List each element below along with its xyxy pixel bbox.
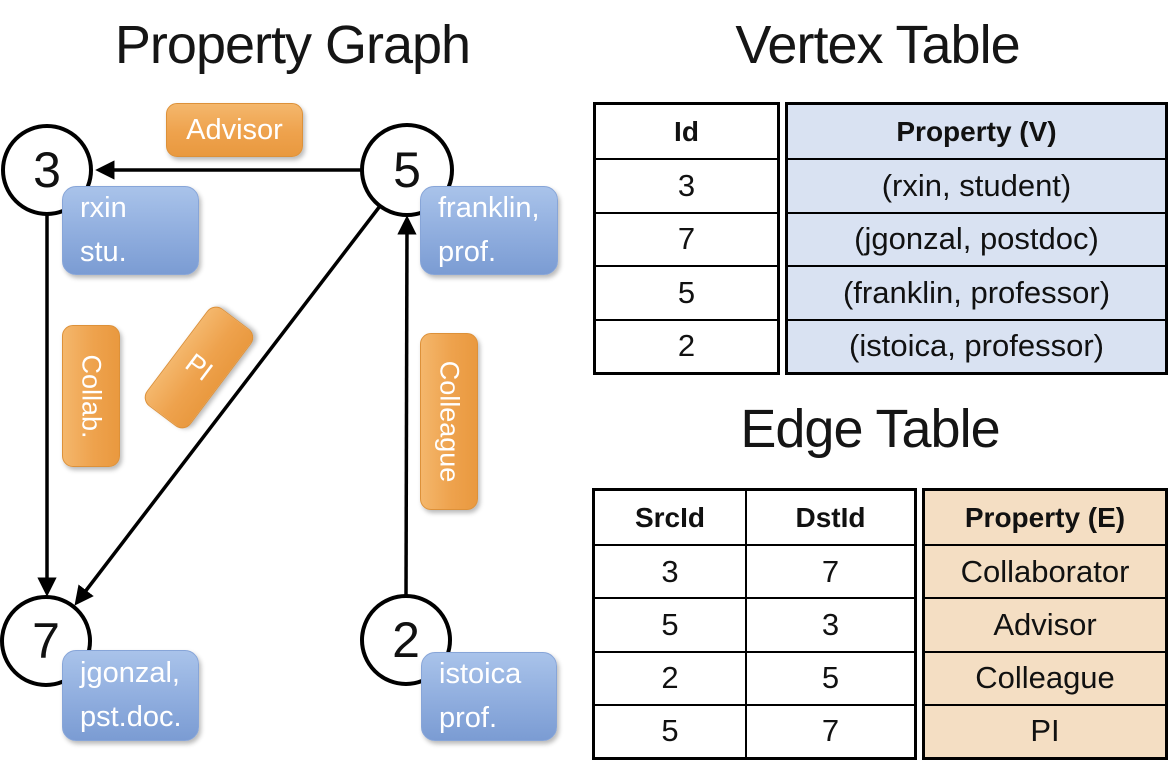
table-cell: 3 [596, 158, 777, 211]
edge-label-advisor: Advisor [166, 103, 303, 157]
vertex-property-line: stu. [80, 235, 127, 268]
vertex-property-box-3: rxin stu. [62, 186, 199, 275]
table-cell: 2 [596, 318, 777, 372]
vertex-property-box-5: franklin, prof. [420, 186, 558, 275]
vertex-id-7: 7 [32, 613, 60, 669]
vertex-property-line: jgonzal, [80, 657, 180, 689]
edge-table-header-dstid: DstId [745, 491, 914, 545]
table-cell: 3 [595, 544, 745, 597]
table-cell: Advisor [925, 597, 1165, 650]
edge-table-header-property: Property (E) [964, 501, 1126, 533]
edge-label-text: Colleague [434, 360, 465, 483]
vertex-table-title: Vertex Table [735, 15, 1020, 75]
table-cell: 3 [745, 597, 914, 651]
vertex-id-2: 2 [392, 612, 420, 668]
vertex-property-line: prof. [439, 701, 498, 734]
table-cell: 2 [595, 650, 745, 704]
table-cell: 7 [745, 544, 914, 598]
edge-label-text: Advisor [186, 113, 283, 146]
edge-label-colleague: Colleague [420, 333, 478, 510]
vertex-table-header-property: Property (V) [896, 115, 1057, 147]
table-cell: 5 [745, 650, 914, 704]
edge-table-property-column: Property (E) Collaborator Advisor Collea… [922, 488, 1168, 760]
vertex-id-5: 5 [393, 142, 421, 198]
table-cell: Colleague [925, 650, 1165, 704]
edge-label-collab: Collab. [62, 325, 120, 467]
table-cell: 5 [595, 597, 745, 650]
vertex-property-line: istoica [439, 658, 522, 690]
edge-table-id-columns: SrcId DstId 3 7 5 3 2 5 5 7 [592, 488, 917, 760]
table-cell: Collaborator [925, 544, 1165, 597]
table-cell: (franklin, professor) [788, 265, 1165, 318]
vertex-property-box-2: istoica prof. [421, 652, 557, 741]
property-graph-title: Property Graph [114, 15, 471, 75]
edge-table-header-srcid: SrcId [634, 501, 706, 533]
vertex-property-box-7: jgonzal, pst.doc. [62, 650, 199, 741]
table-cell: (rxin, student) [788, 158, 1165, 211]
vertex-id-3: 3 [33, 142, 61, 198]
table-cell: 5 [596, 265, 777, 318]
edge-label-text: Collab. [76, 353, 107, 439]
vertex-property-line: prof. [438, 235, 497, 268]
edge-arrow-pi-5-to-7 [74, 204, 382, 606]
table-cell: (jgonzal, postdoc) [788, 211, 1165, 265]
table-cell: 7 [596, 211, 777, 265]
vertex-property-line: rxin [80, 192, 127, 224]
edge-table-title: Edge Table [740, 399, 1000, 459]
vertex-property-line: franklin, [438, 192, 540, 224]
vertex-property-line: pst.doc. [80, 700, 182, 733]
table-cell: (istoica, professor) [788, 318, 1165, 372]
vertex-table-id-column: Id 3 7 5 2 [593, 102, 780, 375]
edge-arrow-colleague-2-to-5 [397, 215, 417, 597]
vertex-table-header-id: Id [674, 115, 699, 147]
table-cell: 5 [595, 703, 745, 757]
vertex-table-property-column: Property (V) (rxin, student) (jgonzal, p… [785, 102, 1168, 375]
edge-label-text: PI [180, 347, 219, 387]
table-cell: PI [925, 703, 1165, 757]
table-cell: 7 [745, 703, 914, 757]
